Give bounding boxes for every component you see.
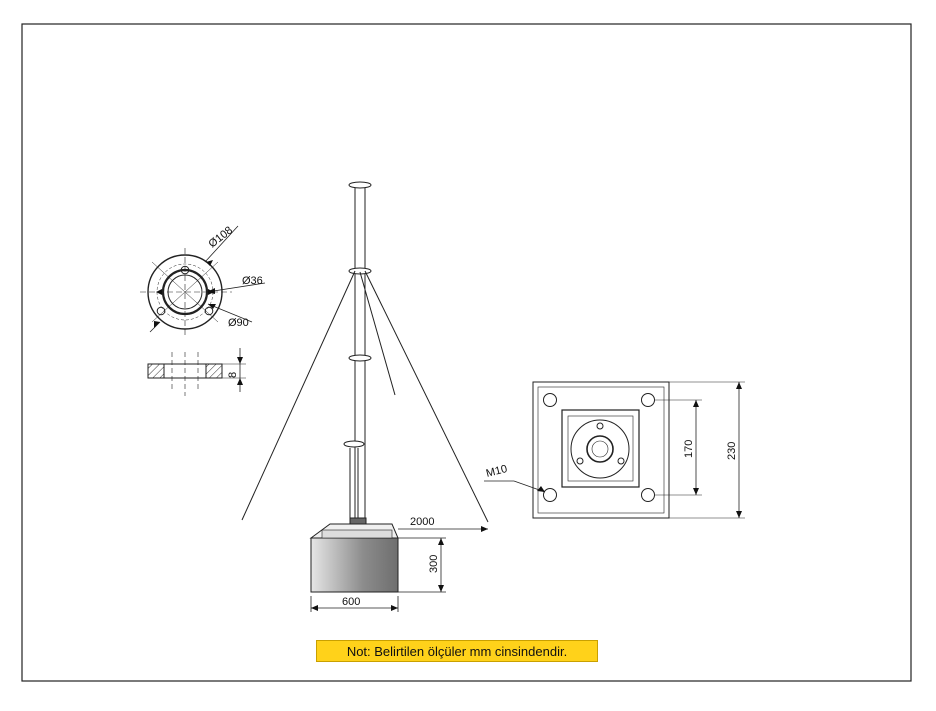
block-height-label: 300 (428, 555, 440, 573)
ring-flange-section (147, 348, 246, 396)
units-note: Not: Belirtilen ölçüler mm cinsindendir. (316, 640, 598, 662)
anchor-bolt (543, 488, 557, 502)
flange-bolt-hole (596, 422, 604, 430)
concrete-block (309, 523, 399, 593)
bolt-circle-label: Ø90 (228, 317, 249, 329)
bolt-hole (156, 306, 166, 316)
bolt-size-label: M10 (485, 463, 509, 480)
flange-bolt-hole (617, 457, 625, 465)
anchor-bolt (641, 488, 655, 502)
bolt-hole (180, 265, 190, 275)
guy-wire-rear (359, 271, 396, 396)
guy-wire-right (364, 270, 489, 523)
outer-diameter-label: Ø108 (206, 224, 235, 250)
plate-size-label: 230 (726, 442, 738, 460)
drawing-frame (21, 23, 912, 682)
bolt-hole (204, 306, 214, 316)
base-plate (484, 381, 745, 519)
flange-bolt-hole (576, 457, 584, 465)
bolt-spacing-label: 170 (683, 440, 695, 458)
guy-span-label: 2000 (410, 516, 434, 528)
inner-diameter-label: Ø36 (242, 275, 263, 287)
guy-wire-left (241, 270, 356, 521)
block-width-label: 600 (342, 596, 360, 608)
anchor-bolt (543, 393, 557, 407)
thickness-label: 8 (227, 372, 239, 378)
anchor-bolt (641, 393, 655, 407)
mast (241, 181, 489, 527)
